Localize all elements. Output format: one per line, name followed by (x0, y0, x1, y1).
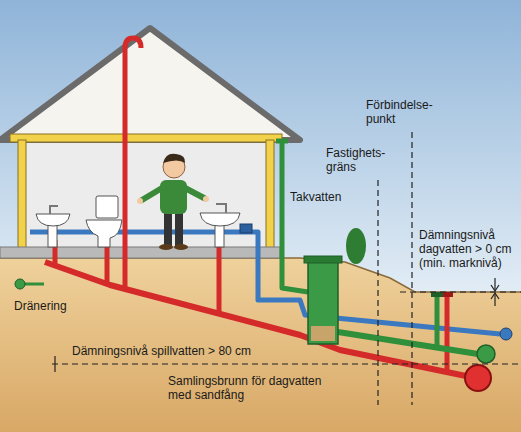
sink (36, 214, 70, 226)
label-text: Dämningsnivå dagvatten > 0 cm (min. mark… (419, 228, 517, 270)
faucet (50, 206, 58, 214)
toilet-tank (96, 196, 118, 218)
storm-backwater-level (400, 291, 521, 292)
person-leg (164, 210, 172, 246)
storm-pipe (338, 332, 478, 354)
wall (266, 140, 274, 248)
floor-slab (0, 247, 280, 258)
person-shoe (174, 244, 188, 250)
faucet (216, 204, 226, 213)
sewer-riser (445, 297, 450, 372)
person-arm (142, 188, 162, 200)
person-shoe (159, 244, 173, 250)
person-body (160, 180, 187, 214)
level-tick (54, 356, 55, 372)
level-arrowhead (491, 285, 499, 291)
wall (18, 140, 26, 248)
sewer-pipe (217, 240, 222, 313)
sewer-main (465, 365, 491, 391)
drain-pipe-end (15, 279, 25, 289)
label-text: Fastighets- gräns (326, 146, 398, 174)
label-text: Förbindelse- punkt (366, 98, 446, 126)
level-arrowhead (491, 293, 499, 299)
sand-trap (311, 326, 335, 341)
level-arrow (494, 294, 495, 306)
person-leg (175, 210, 183, 246)
label-text: Dränering (14, 299, 67, 313)
person-hair (163, 154, 185, 163)
storm-main (477, 345, 495, 363)
label-text: Dämningsnivå spillvatten > 80 cm (72, 344, 251, 358)
level-arrow (494, 278, 495, 290)
property-line (377, 180, 378, 405)
bush (346, 228, 366, 264)
person-hand (137, 198, 143, 204)
storm-riser (435, 297, 440, 350)
toilet (86, 220, 122, 247)
catch-basin-lid (304, 256, 342, 263)
water-connection (500, 328, 512, 340)
person-arm (185, 188, 204, 198)
sink (200, 213, 240, 226)
person-hand (203, 196, 209, 202)
catch-basin (308, 262, 338, 344)
water-meter (240, 224, 252, 233)
label-text: Samlingsbrunn för dagvatten med sandfång (168, 374, 340, 402)
riser-cap (431, 292, 443, 297)
downspout (282, 142, 308, 292)
roof (0, 28, 300, 140)
sewage-backwater-level (52, 363, 521, 364)
label-text: Takvatten (290, 190, 341, 204)
ceiling-beam (10, 134, 282, 142)
vent-pipe (125, 38, 141, 290)
